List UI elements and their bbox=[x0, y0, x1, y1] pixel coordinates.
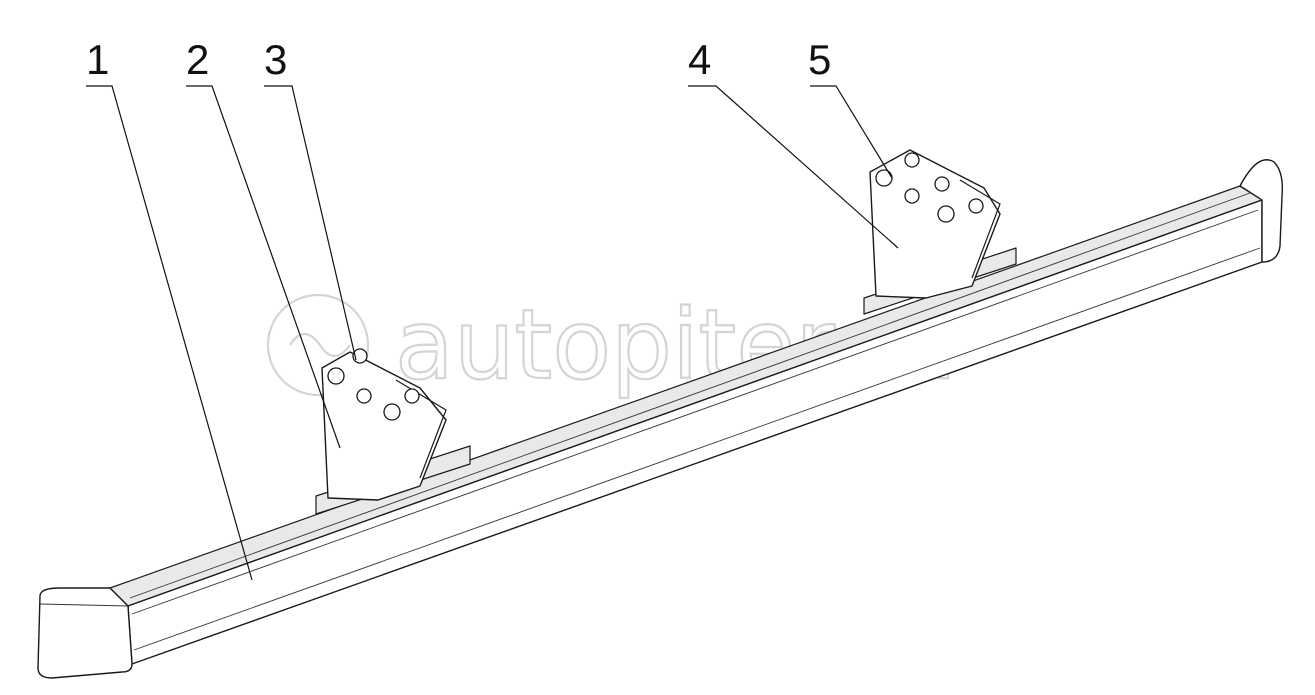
right-end-cap bbox=[1239, 159, 1284, 263]
bolt-icon bbox=[327, 367, 345, 385]
bolt-icon bbox=[937, 205, 955, 223]
bolt-icon bbox=[356, 388, 372, 404]
bolt-icon bbox=[875, 169, 893, 187]
bolt-icon bbox=[904, 188, 920, 204]
step-bar-edge-line bbox=[133, 247, 1261, 651]
step-bar-edge-line bbox=[131, 209, 1259, 615]
right-end-cap-line bbox=[1243, 187, 1263, 201]
bolt-icon bbox=[404, 388, 420, 404]
right-bracket-plate bbox=[869, 149, 1001, 299]
right-end-cap-body bbox=[1239, 159, 1284, 263]
left-end-cap-line bbox=[39, 603, 129, 607]
right-bracket bbox=[863, 149, 1017, 315]
left-end-cap-body bbox=[37, 587, 133, 679]
step-bar-edge-line bbox=[129, 192, 1251, 599]
bolt-icon bbox=[383, 403, 401, 421]
watermark-logo-icon bbox=[266, 293, 370, 397]
leader-line-4 bbox=[688, 85, 899, 249]
callout-4: 4 bbox=[688, 36, 711, 83]
leader-line-2 bbox=[186, 85, 341, 449]
callout-3: 3 bbox=[264, 36, 287, 83]
bolt-icon bbox=[904, 152, 920, 168]
leader-line-1 bbox=[86, 85, 253, 581]
right-bracket-edge bbox=[959, 179, 1001, 279]
step-bar bbox=[109, 185, 1263, 665]
leader-line-5 bbox=[810, 85, 893, 179]
left-bracket bbox=[315, 348, 471, 515]
left-end-cap bbox=[37, 587, 133, 679]
leader-lines bbox=[86, 85, 899, 581]
callouts: 1 2 3 4 5 bbox=[86, 36, 831, 83]
bolt-icon bbox=[352, 348, 368, 364]
bolt-icon bbox=[968, 198, 984, 214]
bolt-icon bbox=[934, 176, 950, 192]
leader-line-3 bbox=[264, 85, 357, 361]
callout-2: 2 bbox=[186, 36, 209, 83]
callout-5: 5 bbox=[808, 36, 831, 83]
callout-1: 1 bbox=[86, 36, 109, 83]
